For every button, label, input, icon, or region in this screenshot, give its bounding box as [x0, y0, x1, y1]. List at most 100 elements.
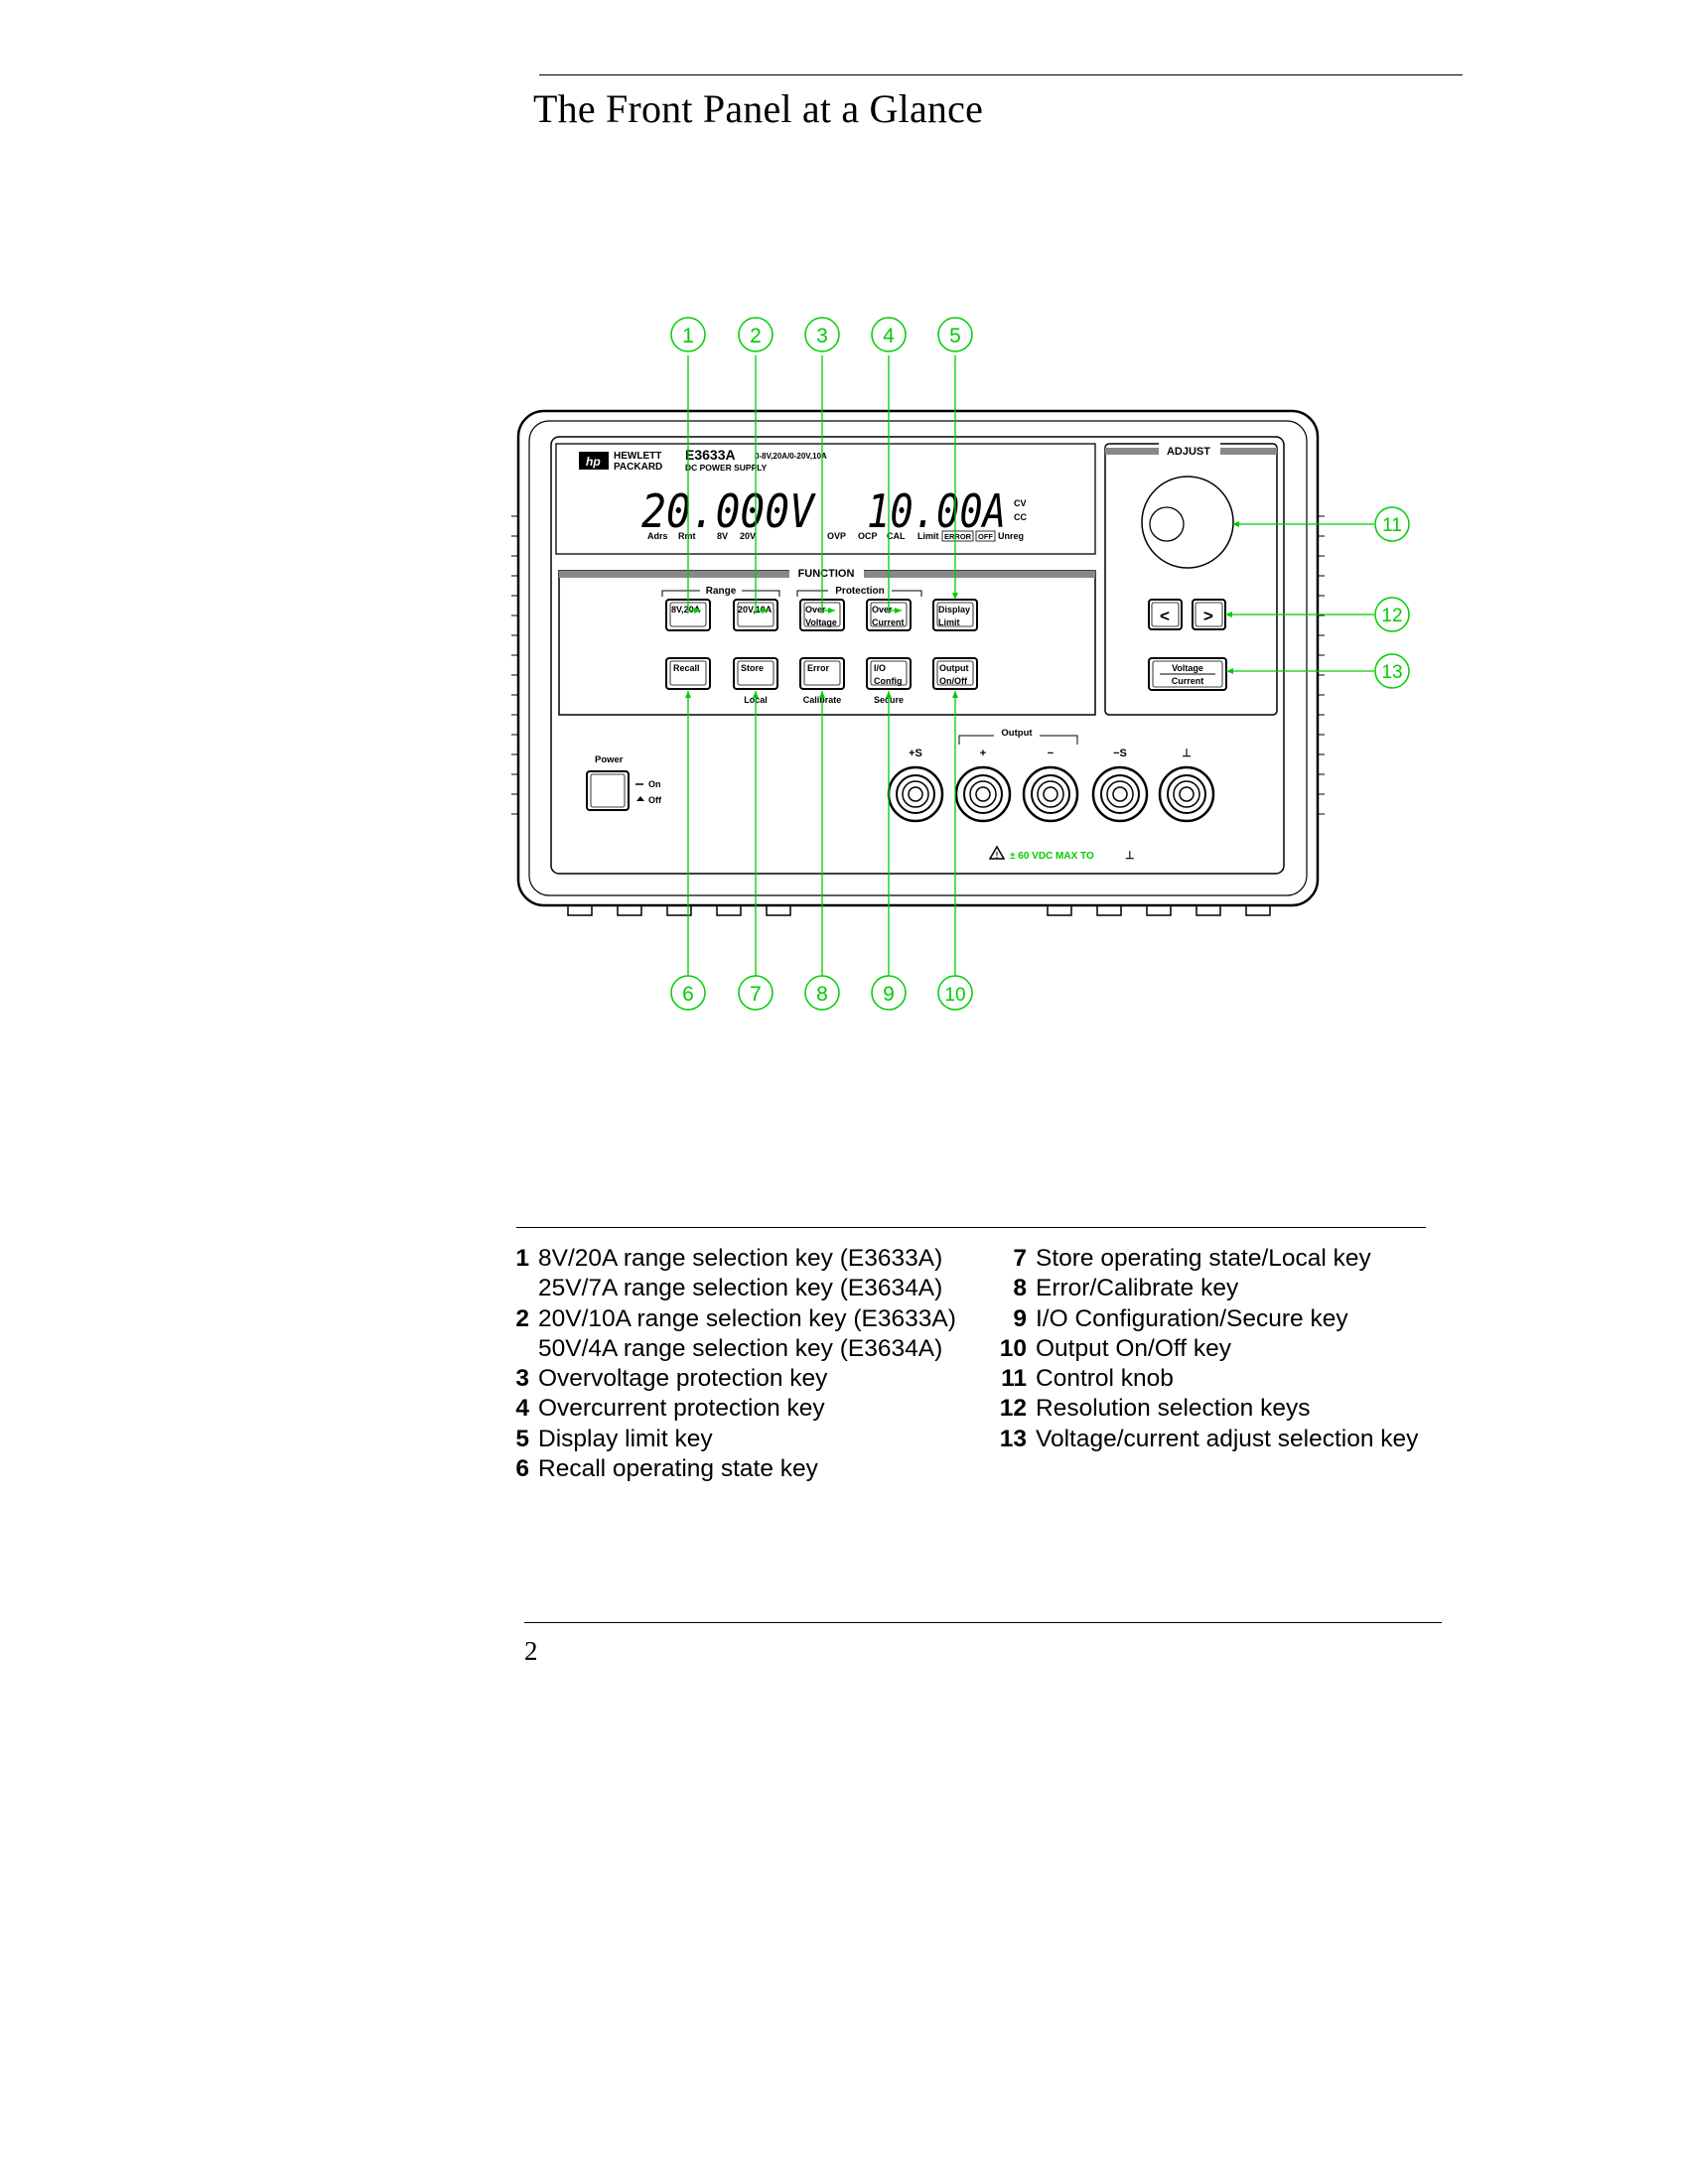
key-label-line1: Voltage	[1172, 663, 1203, 673]
terminal-minus[interactable]	[1022, 765, 1079, 823]
callout-number-9: 9	[883, 983, 895, 1006]
legend-item: 7 Store operating state/Local key	[993, 1244, 1418, 1274]
footer-rule	[524, 1622, 1442, 1623]
terminal-label-minus-s: −S	[1113, 748, 1127, 759]
legend-number: 11	[1001, 1365, 1027, 1393]
callout-number-6: 6	[682, 983, 694, 1006]
callout-numbers: 1 2 3 4 5 6 7 8 9 10 11 12 13	[682, 325, 1402, 1006]
legend-text: Error/Calibrate key	[1036, 1275, 1239, 1302]
key-label: 20V,10A	[738, 605, 773, 614]
protection-label: Protection	[835, 586, 884, 597]
legend-item: 10 Output On/Off key	[993, 1334, 1418, 1364]
error-key[interactable]: Error	[799, 657, 845, 690]
legend-text: Overvoltage protection key	[538, 1365, 828, 1393]
callout-lines	[687, 355, 1374, 977]
annunciator-cal: CAL	[887, 531, 906, 541]
key-label-line2: Voltage	[805, 617, 837, 627]
power-switch[interactable]	[586, 770, 630, 811]
legend-item: 8 Error/Calibrate key	[993, 1274, 1418, 1303]
display-limit-key[interactable]: Display Limit	[932, 599, 978, 631]
legend-item: 25V/7A range selection key (E3634A)	[513, 1274, 956, 1303]
warning-triangle-icon	[988, 845, 1006, 860]
display-readout: 20.000V 10.00A CV CC Adrs Rmt 8V 20V OVP…	[641, 484, 1027, 542]
legend-item: 6 Recall operating state key	[513, 1454, 956, 1484]
legend-number: 7	[1013, 1245, 1027, 1272]
page-number: 2	[524, 1636, 538, 1666]
callout-number-12: 12	[1381, 606, 1402, 626]
key-label-line2: Limit	[938, 617, 960, 627]
store-key[interactable]: Store	[733, 657, 778, 690]
resolution-right-key[interactable]: >	[1192, 599, 1226, 630]
brand-line1: HEWLETT	[614, 451, 661, 462]
callout-number-10: 10	[944, 985, 965, 1006]
legend-text: Overcurrent protection key	[538, 1395, 825, 1423]
legend-text: Recall operating state key	[538, 1455, 818, 1483]
warning-text: ± 60 VDC MAX TO	[1010, 851, 1094, 862]
legend-number: 6	[515, 1455, 529, 1483]
legend-text: 20V/10A range selection key (E3633A)	[538, 1304, 956, 1332]
output-on-off-key[interactable]: Output On/Off	[932, 657, 978, 690]
power-label: Power	[595, 754, 624, 765]
key-label-line1: Output	[939, 663, 969, 673]
terminal-label-plus-s: +S	[909, 748, 922, 759]
callout-circles	[670, 317, 1410, 1011]
legend-number: 13	[999, 1425, 1027, 1452]
resolution-left-key[interactable]: <	[1148, 599, 1183, 630]
callout-number-5: 5	[949, 325, 961, 347]
voltage-current-key[interactable]: Voltage Current	[1148, 657, 1227, 691]
key-label-line1: Over	[872, 605, 893, 614]
function-keys-row2: Recall Store Error I/O Config Output On/…	[665, 657, 978, 690]
cc-annunciator: CC	[1014, 512, 1027, 522]
legend-number: 1	[515, 1245, 529, 1272]
callout-number-1: 1	[682, 325, 694, 347]
terminal-plus-s[interactable]	[887, 765, 944, 823]
annunciator-limit: Limit	[917, 531, 939, 541]
control-knob[interactable]	[1141, 476, 1234, 569]
recall-key[interactable]: Recall	[665, 657, 711, 690]
front-panel-figure: hp HEWLETT PACKARD E3633A 0-8V,20A/0-20V…	[511, 317, 1410, 1011]
terminal-label-ground: ⊥	[1182, 748, 1192, 759]
key-label: Error	[807, 663, 830, 673]
legend-number: 8	[1013, 1275, 1027, 1302]
terminal-label-plus: +	[980, 748, 986, 759]
callout-number-7: 7	[750, 983, 762, 1006]
key-label-line2: Current	[1172, 676, 1204, 686]
legend-rule	[516, 1227, 1426, 1228]
terminal-plus[interactable]	[954, 765, 1012, 823]
adjust-label: ADJUST	[1167, 446, 1210, 458]
legend-item: 11 Control knob	[993, 1364, 1418, 1394]
function-keys-row1: 8V,20A 20V,10A Over Voltage Over Current…	[665, 599, 978, 631]
terminal-jacks	[887, 765, 1215, 823]
model-subtitle: DC POWER SUPPLY	[685, 463, 768, 473]
key-label-line2: Config	[874, 676, 903, 686]
legend-number: 9	[1013, 1304, 1027, 1332]
legend-text: Store operating state/Local key	[1036, 1245, 1371, 1272]
brand-line2: PACKARD	[614, 462, 662, 473]
legend-number	[513, 1334, 529, 1364]
model-ranges: 0-8V,20A/0-20V,10A	[755, 452, 827, 461]
legend-number: 10	[999, 1334, 1027, 1362]
legend-text: Display limit key	[538, 1425, 713, 1452]
svg-text:hp: hp	[586, 455, 601, 469]
legend-text: Control knob	[1036, 1365, 1174, 1393]
annunciator-ovp: OVP	[827, 531, 846, 541]
hp-logo	[579, 452, 609, 470]
cv-annunciator: CV	[1014, 498, 1027, 508]
terminal-ground[interactable]	[1158, 765, 1215, 823]
key-label-line1: Over	[805, 605, 826, 614]
key-label: <	[1160, 607, 1170, 625]
io-config-key[interactable]: I/O Config	[866, 657, 912, 690]
terminal-minus-s[interactable]	[1091, 765, 1149, 823]
page-title: The Front Panel at a Glance	[533, 86, 984, 131]
legend-number: 12	[999, 1395, 1027, 1423]
legend-number	[513, 1274, 529, 1303]
legend-number: 2	[515, 1304, 529, 1332]
annunciator-rmt: Rmt	[678, 531, 696, 541]
function-label: FUNCTION	[798, 568, 855, 580]
legend-number: 3	[515, 1365, 529, 1393]
legend-text: Output On/Off key	[1036, 1334, 1232, 1362]
annunciator-unreg: Unreg	[998, 531, 1024, 541]
legend-text: Voltage/current adjust selection key	[1036, 1425, 1419, 1452]
